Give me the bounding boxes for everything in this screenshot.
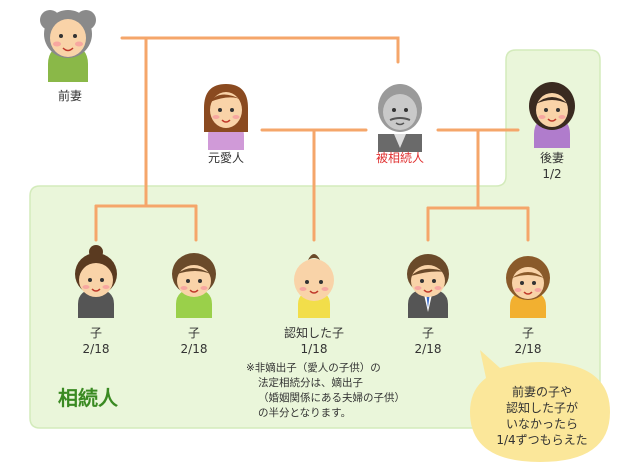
note-line-2: 法定相続分は、嫡出子	[258, 377, 363, 389]
second-wife-avatar	[529, 82, 575, 148]
note-line-3: （婚姻関係にある夫婦の子供）	[258, 392, 405, 404]
former-wife-avatar	[40, 10, 96, 82]
child5-label: 子 2/18	[473, 325, 583, 357]
bubble-line-2: 認知した子が	[505, 401, 578, 415]
recognized-child-label: 認知した子 1/18	[259, 325, 369, 357]
deceased-avatar	[378, 84, 422, 152]
child2-relation: 子	[187, 326, 200, 340]
note-line-4: の半分となります。	[258, 407, 352, 419]
second-wife-label: 後妻 1/2	[497, 150, 607, 182]
child4-relation: 子	[421, 326, 434, 340]
former-lover-label: 元愛人	[207, 151, 244, 165]
child2-avatar	[172, 253, 216, 318]
bubble-line-4: 1/4ずつもらえた	[496, 433, 588, 447]
speech-bubble	[470, 350, 610, 462]
child1-share: 2/18	[82, 342, 110, 356]
recognized-child-relation: 認知した子	[283, 326, 344, 340]
child1-avatar	[75, 245, 117, 318]
recognized-child-avatar	[294, 254, 334, 318]
second-wife-share: 1/2	[542, 167, 562, 181]
illegitimate-child-note: ※非嫡出子（愛人の子供）の 法定相続分は、嫡出子 （婚姻関係にある夫婦の子供） …	[246, 361, 416, 421]
recognized-child-share: 1/18	[300, 342, 328, 356]
child1-relation: 子	[89, 326, 102, 340]
child1-label: 子 2/18	[41, 325, 151, 357]
relation-lines	[94, 36, 530, 242]
bubble-text: 前妻の子や 認知した子が いなかったら 1/4ずつもらえた	[480, 384, 604, 448]
child4-share: 2/18	[414, 342, 442, 356]
child5-avatar	[506, 256, 550, 318]
bubble-line-3: いなかったら	[505, 417, 578, 431]
child5-share: 2/18	[514, 342, 542, 356]
child2-label: 子 2/18	[139, 325, 249, 357]
heirs-area-label: 相続人	[58, 386, 118, 410]
note-line-1: ※非嫡出子（愛人の子供）の	[246, 362, 381, 374]
second-wife-relation: 後妻	[539, 151, 564, 165]
former-lover-avatar	[204, 84, 248, 150]
child2-share: 2/18	[180, 342, 208, 356]
bubble-line-1: 前妻の子や	[511, 385, 572, 399]
deceased-label: 被相続人	[375, 151, 424, 165]
child5-relation: 子	[521, 326, 534, 340]
child4-avatar	[407, 254, 449, 318]
child4-label: 子 2/18	[373, 325, 483, 357]
former-wife-label: 前妻	[57, 89, 82, 103]
